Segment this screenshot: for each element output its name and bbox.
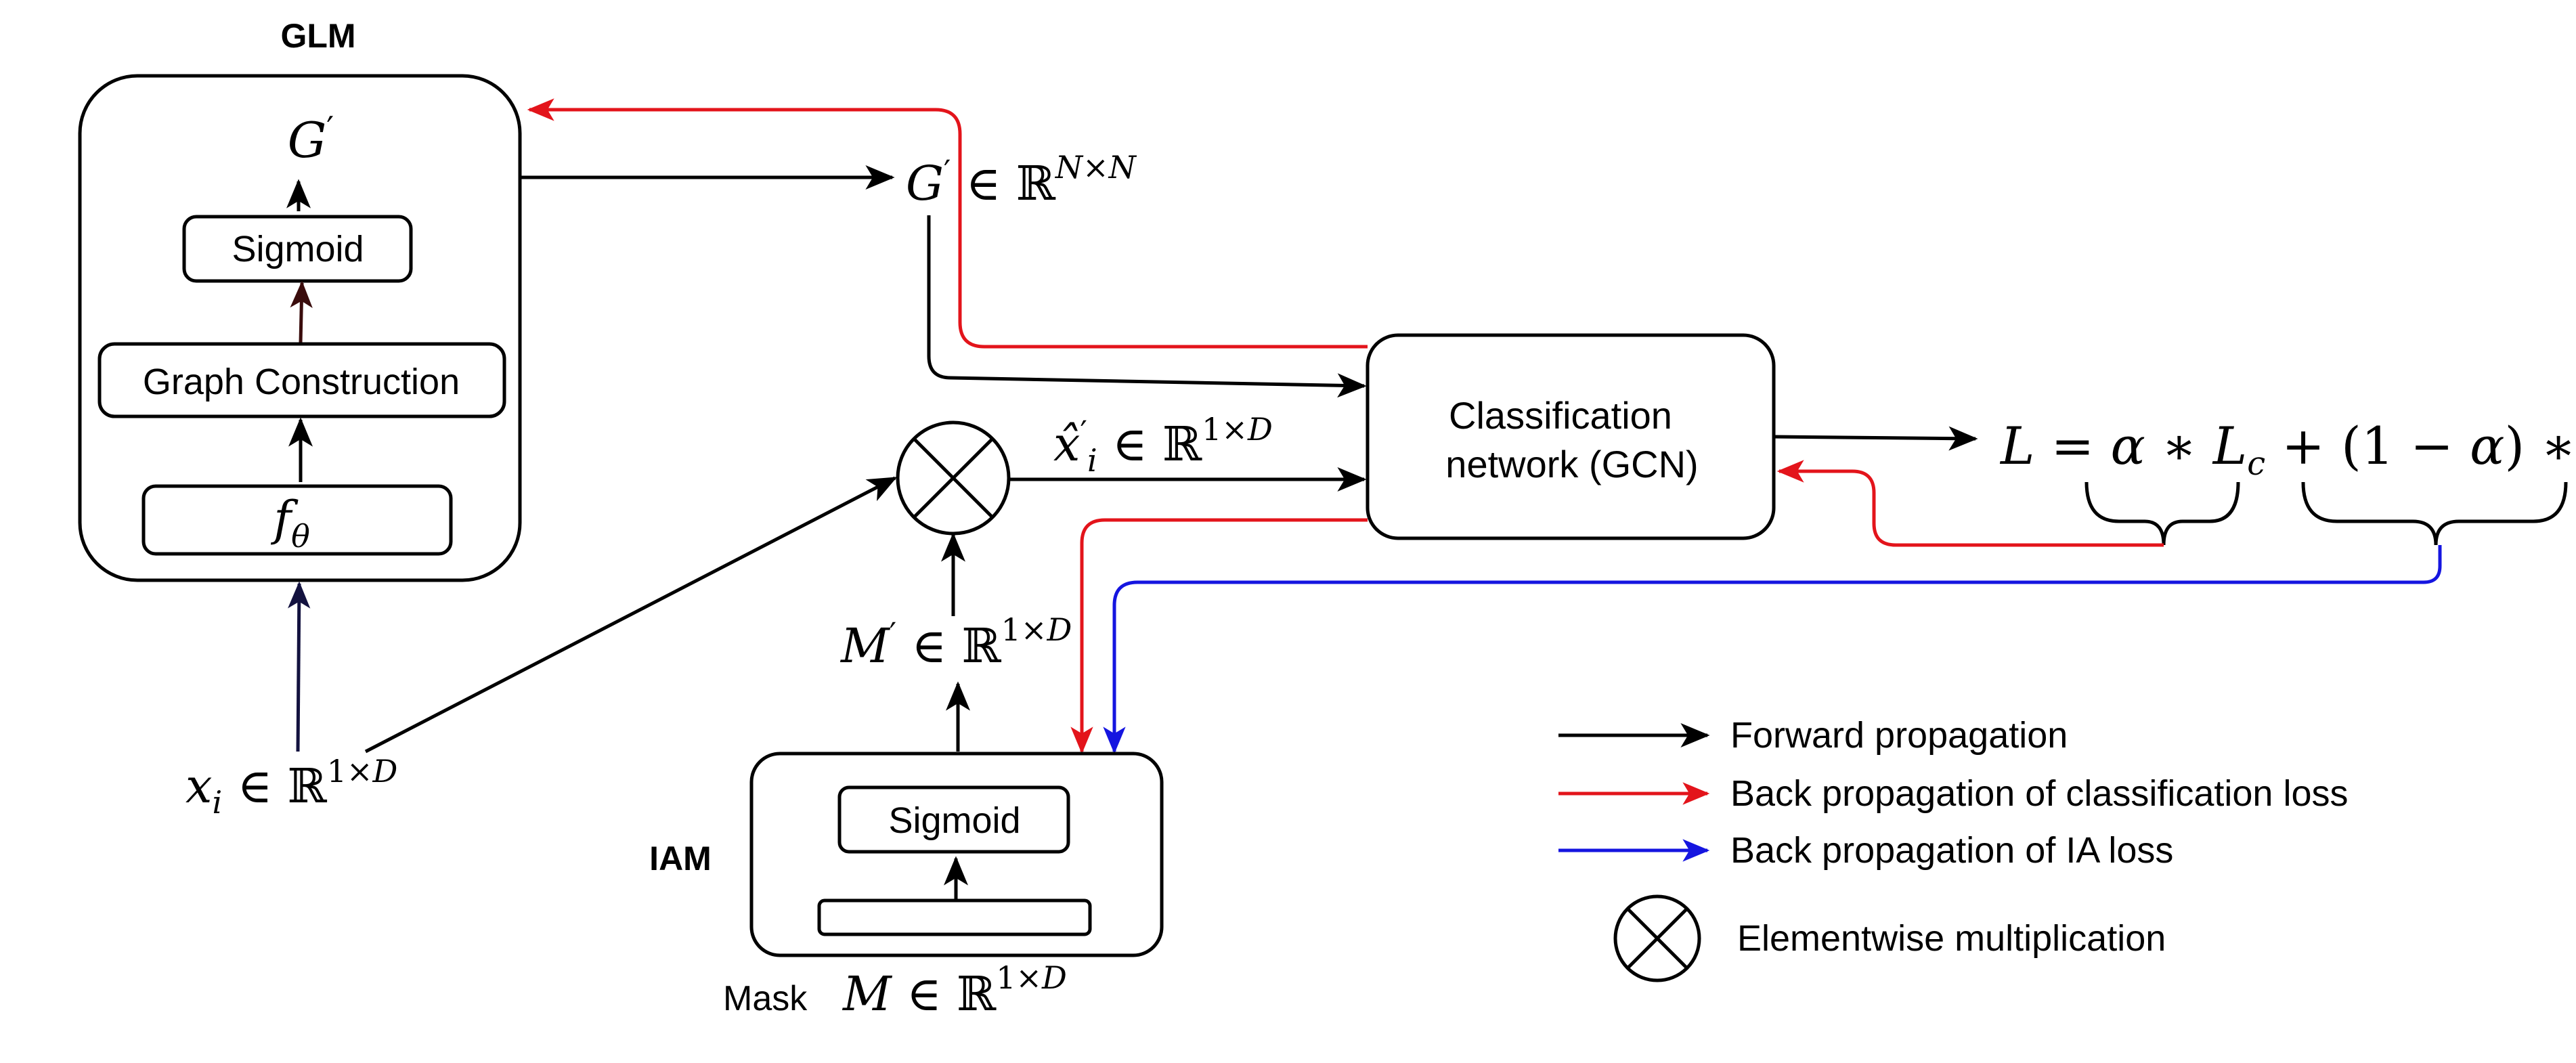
brace-ia-loss bbox=[2301, 481, 2568, 546]
f-theta-label: fθ bbox=[270, 491, 310, 555]
mask-bar bbox=[817, 898, 1092, 936]
iam-box bbox=[749, 752, 1164, 957]
arrow-gprime-to-classifier bbox=[927, 215, 1367, 398]
mask-math: M ∈ ℝ1×D bbox=[842, 959, 1067, 1022]
classifier-box bbox=[1366, 333, 1776, 540]
legend-multiply-icon bbox=[1613, 894, 1701, 982]
graph-construction-box bbox=[97, 342, 506, 418]
arrow-x-to-glm bbox=[288, 581, 311, 752]
arrow-x-to-multiply bbox=[364, 476, 898, 754]
backprop-classifier-to-glm bbox=[527, 98, 1368, 349]
classification-network: Classification network (GCN) bbox=[1366, 333, 1776, 540]
arrow-classifier-to-loss bbox=[1773, 426, 1978, 451]
iam-sigmoid-box bbox=[837, 785, 1070, 854]
legend-elementwise-label: Elementwise multiplication bbox=[1737, 918, 2166, 959]
backprop-ia-loss-to-iam bbox=[1103, 545, 2442, 754]
legend: Forward propagation Back propagation of … bbox=[1558, 715, 2349, 982]
glm-output-label: G′ bbox=[288, 110, 334, 169]
input-x-label: xi ∈ ℝ1×D bbox=[185, 753, 397, 821]
glm-box bbox=[78, 74, 522, 582]
backprop-classifier-to-iam bbox=[1070, 518, 1368, 754]
g-prime-label: G′ ∈ ℝN×N bbox=[906, 149, 1137, 211]
loss-equation: L = α ∗ Lc + (1 − α) ∗ LIA bbox=[1999, 416, 2576, 483]
f-theta-box bbox=[141, 484, 453, 556]
legend-back-classification-label: Back propagation of classification loss bbox=[1730, 773, 2349, 814]
mask-label: Mask bbox=[723, 979, 808, 1018]
x-hat-label: x̂′i ∈ ℝ1×D bbox=[1053, 411, 1273, 479]
backprop-loss-to-classifier bbox=[1776, 460, 2164, 547]
glm-module: GLM G′ Sigmoid Graph Construction fθ bbox=[78, 17, 522, 582]
legend-forward-label: Forward propagation bbox=[1730, 715, 2068, 756]
graph-construction-label: Graph Construction bbox=[143, 362, 460, 402]
classifier-line2: network (GCN) bbox=[1445, 443, 1698, 485]
brace-classification-loss bbox=[2084, 481, 2240, 546]
classifier-line1: Classification bbox=[1449, 394, 1672, 437]
legend-back-ia-label: Back propagation of IA loss bbox=[1730, 830, 2173, 871]
iam-module: IAM Sigmoid Mask M ∈ ℝ1×D bbox=[649, 752, 1164, 1022]
iam-sigmoid-label: Sigmoid bbox=[888, 800, 1020, 841]
arrow-graph-to-sigmoid bbox=[290, 280, 313, 343]
iam-title: IAM bbox=[649, 840, 712, 877]
multiply-operator bbox=[896, 420, 1011, 536]
glm-title: GLM bbox=[280, 17, 355, 55]
m-prime-label: M′ ∈ ℝ1×D bbox=[839, 611, 1072, 674]
glm-sigmoid-label: Sigmoid bbox=[232, 229, 364, 269]
